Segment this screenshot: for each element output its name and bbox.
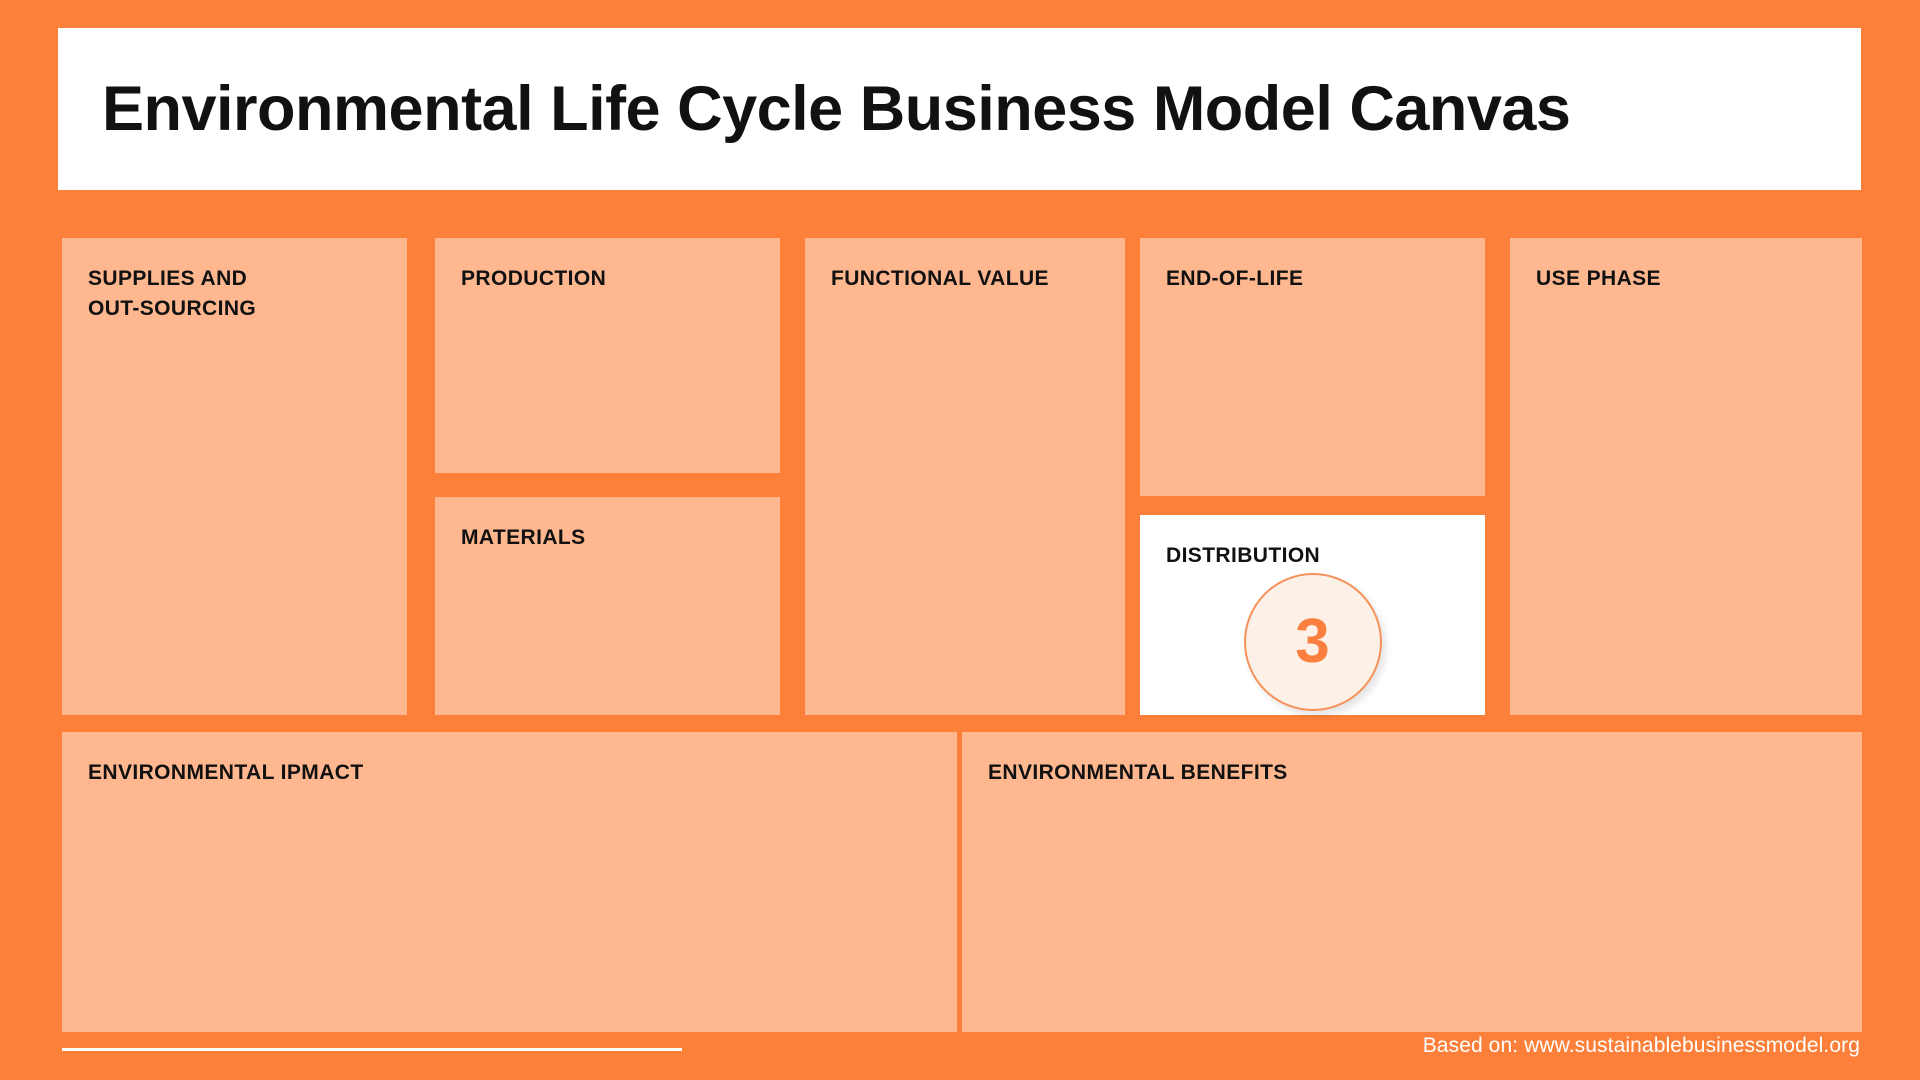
canvas-cell-functional-value[interactable]: FUNCTIONAL VALUE [805,238,1125,715]
canvas-cell-environmental-benefits[interactable]: ENVIRONMENTAL BENEFITS [962,732,1862,1032]
canvas-cell-end-of-life[interactable]: END-OF-LIFE [1140,238,1485,496]
canvas-cell-title: ENVIRONMENTAL IPMACT [88,761,364,784]
canvas-cell-title: PRODUCTION [461,267,607,290]
footer-divider-rule [62,1048,682,1051]
step-badge-number: 3 [1295,607,1330,676]
canvas-cell-title: FUNCTIONAL VALUE [831,267,1049,290]
canvas-cell-title: MATERIALS [461,526,586,549]
canvas-cell-title: SUPPLIES AND OUT-SOURCING [88,267,257,320]
canvas-cell-production[interactable]: PRODUCTION [435,238,780,473]
title-banner: Environmental Life Cycle Business Model … [58,28,1861,190]
page-title: Environmental Life Cycle Business Model … [102,73,1571,144]
canvas-cell-title: DISTRIBUTION [1166,544,1321,567]
canvas-cell-title: END-OF-LIFE [1166,267,1304,290]
canvas-cell-environmental-impact[interactable]: ENVIRONMENTAL IPMACT [62,732,957,1032]
canvas-cell-title: USE PHASE [1536,267,1661,290]
canvas-cell-distribution[interactable]: DISTRIBUTION 3 [1140,515,1485,715]
step-badge-circle: 3 [1243,573,1382,711]
canvas-cell-use-phase[interactable]: USE PHASE [1510,238,1862,715]
canvas-cell-title: ENVIRONMENTAL BENEFITS [988,761,1288,784]
canvas-cell-supplies[interactable]: SUPPLIES AND OUT-SOURCING [62,238,407,715]
footer-credit: Based on: www.sustainablebusinessmodel.o… [1422,1034,1860,1057]
canvas-cell-materials[interactable]: MATERIALS [435,497,780,715]
